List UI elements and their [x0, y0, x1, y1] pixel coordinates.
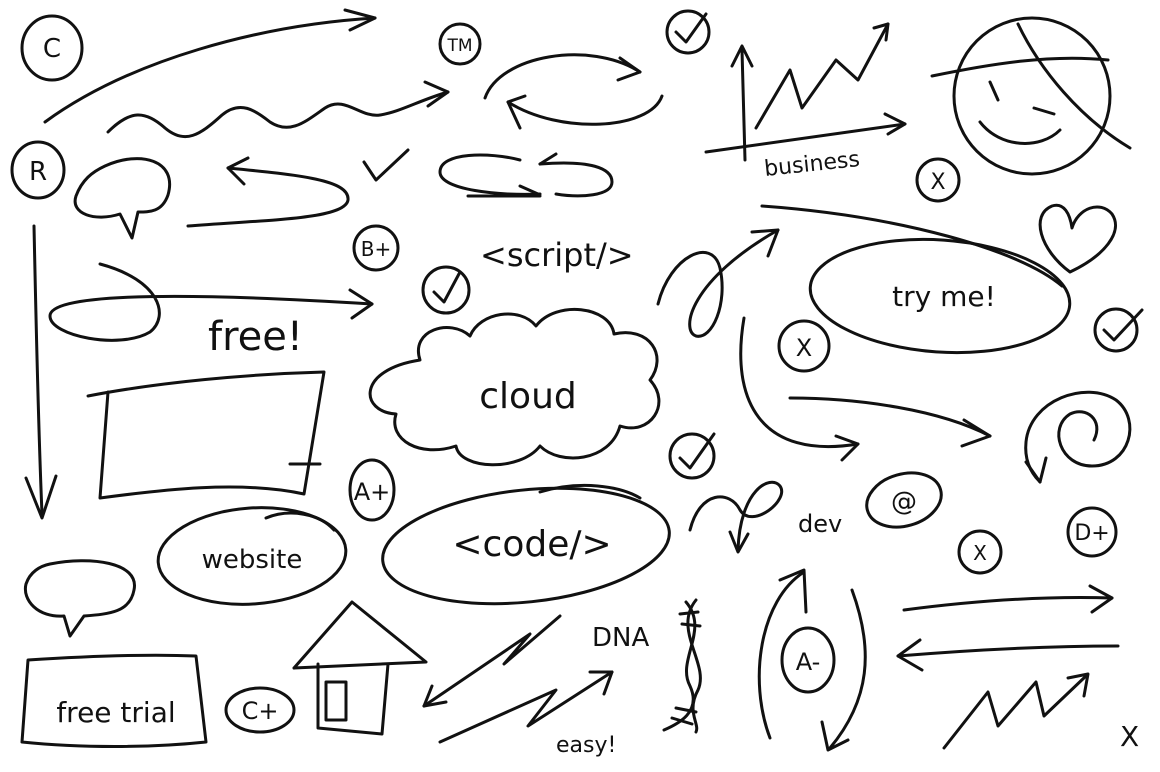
x-badge-right: X [957, 529, 1003, 575]
arrow-right-mid [788, 396, 992, 448]
c-plus-badge-label: C+ [242, 697, 279, 725]
r-badge-label: R [29, 157, 47, 187]
smiley-face [930, 16, 1132, 176]
a-plus-badge: A+ [348, 458, 396, 522]
house-icon [292, 600, 428, 736]
speech-bubble-2 [23, 559, 136, 638]
website-label: website [202, 545, 303, 575]
try-me-label: try me! [892, 280, 996, 313]
speech-bubble-1 [73, 157, 172, 240]
check-badge-2 [421, 265, 471, 315]
tm-badge-label: TM [446, 36, 472, 56]
a-minus-badge-label: A- [796, 648, 821, 676]
loop-arrows [438, 152, 614, 198]
at-badge-label: @ [891, 487, 917, 517]
c-badge: C [20, 14, 84, 82]
free-label: free! [208, 314, 303, 360]
b-plus-badge-label: B+ [361, 237, 391, 261]
wavy-arrow [106, 80, 450, 139]
zigzag-arrows [422, 614, 614, 744]
spiral-icon [1024, 390, 1132, 484]
free-trial-box: free trial [20, 653, 208, 748]
x-badge-mid-label: X [796, 334, 812, 362]
tm-badge: TM [438, 22, 482, 66]
sketch-rectangle [86, 370, 326, 500]
cycle-arrows [483, 53, 664, 130]
curved-arrow-down [739, 316, 860, 462]
lasso-arrow [186, 156, 350, 228]
zigzag-arrow-right [942, 672, 1090, 750]
double-arrows [896, 584, 1120, 672]
business-chart: business [704, 22, 907, 182]
squiggle-arrow [688, 480, 784, 554]
business-label: business [763, 147, 861, 182]
try-me-oval: try me! [760, 204, 1072, 355]
dev-label: dev [798, 510, 842, 538]
loop-scribble [48, 262, 374, 342]
a-minus-badge: A- [757, 568, 867, 752]
dna-helix [662, 598, 702, 734]
a-plus-badge-label: A+ [354, 478, 391, 506]
at-badge: @ [865, 471, 943, 529]
check-badge-right [1093, 307, 1144, 353]
r-badge: R [10, 140, 66, 200]
d-plus-badge-label: D+ [1074, 521, 1109, 546]
code-oval: <code/> [381, 483, 671, 606]
check-badge-mid [668, 432, 716, 480]
curved-arrow-top [43, 8, 377, 124]
cloud-shape: cloud [368, 307, 661, 467]
code-label: <code/> [452, 524, 611, 565]
b-plus-badge: B+ [352, 224, 400, 272]
loop-arrow-center [656, 228, 780, 338]
c-badge-label: C [43, 34, 61, 64]
website-oval: website [156, 506, 348, 606]
c-plus-badge: C+ [224, 686, 296, 734]
heart-icon [1038, 203, 1117, 274]
x-badge-right-label: X [973, 541, 987, 565]
dna-label: DNA [592, 623, 649, 653]
checkmark-plain [362, 148, 410, 182]
d-plus-badge: D+ [1066, 506, 1118, 558]
x-badge-mid: X [777, 319, 831, 373]
check-badge-top [665, 9, 711, 55]
x-badge-top-label: X [930, 170, 945, 195]
free-trial-label: free trial [56, 696, 175, 729]
script-label: <script/> [480, 236, 634, 274]
down-arrow-left [24, 224, 58, 520]
cloud-label: cloud [479, 376, 577, 417]
easy-label: easy! [556, 733, 616, 758]
x-badge-top: X [915, 157, 961, 203]
x-corner-label: X [1120, 720, 1139, 753]
